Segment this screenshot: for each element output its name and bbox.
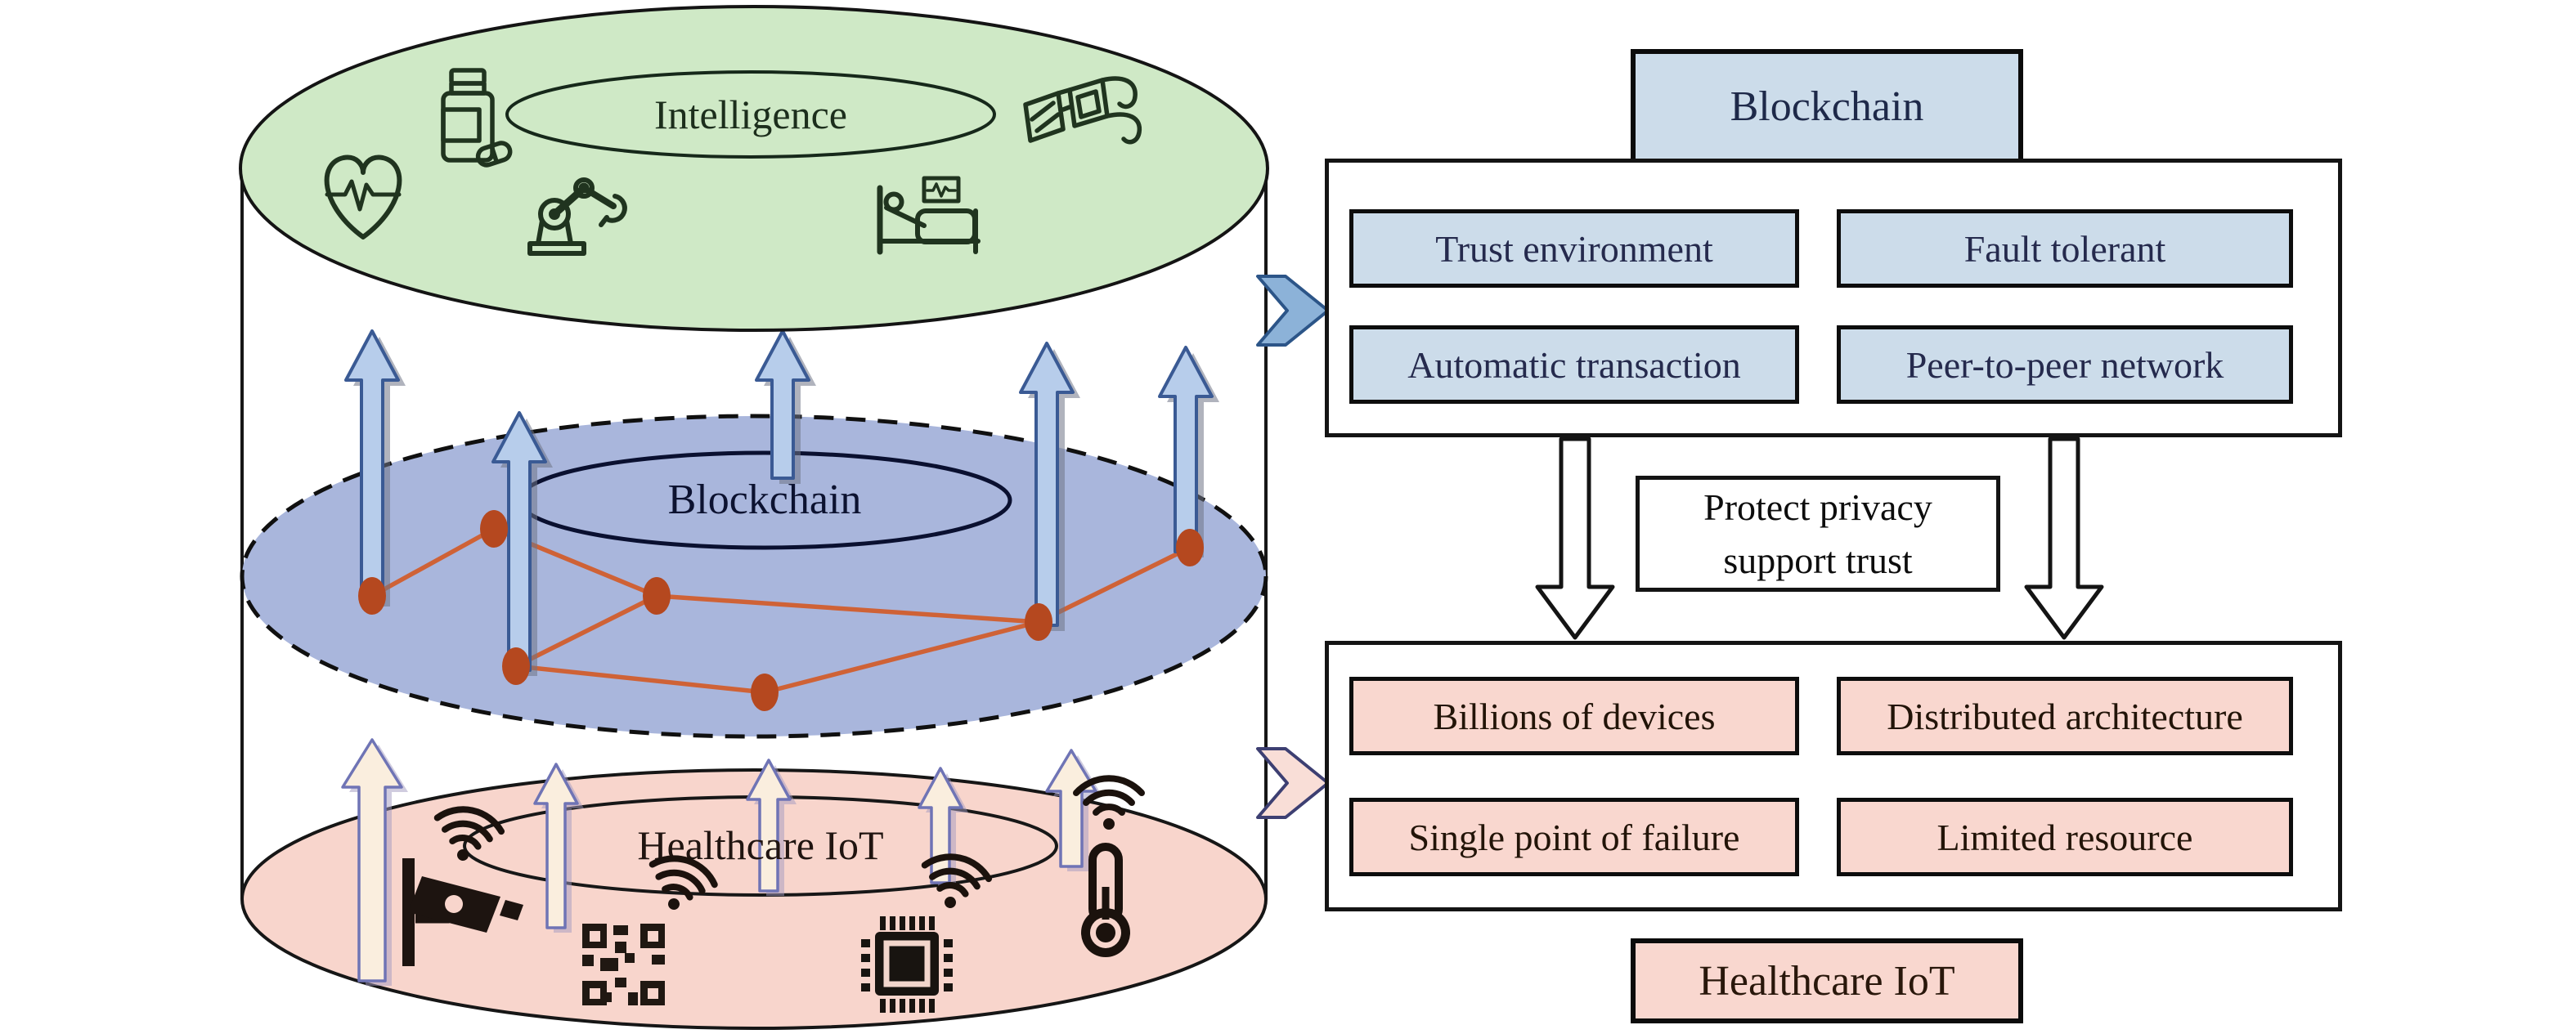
bridge-note-line1: Protect privacy (1703, 486, 1932, 528)
blockchain-layer-disc (240, 414, 1268, 739)
up-arrow-cream-2 (533, 763, 579, 929)
blockchain-title-box: Blockchain (1631, 49, 2023, 163)
feature-box-fault-tolerant: Fault tolerant (1837, 209, 2293, 288)
robot-arm-icon (527, 177, 627, 256)
chevron-blockchain-icon (1256, 275, 1330, 347)
up-arrow-cream-3 (746, 759, 792, 893)
bridge-note-line2: support trust (1723, 539, 1913, 581)
down-arrows-blockchain-to-iot (1535, 436, 2104, 640)
network-node (480, 510, 508, 548)
blockchain-network-nodes (358, 510, 1204, 711)
healthcare-iot-layer-disc (240, 768, 1268, 1030)
down-arrow-left (1535, 436, 1615, 640)
intelligence-layer-disc (239, 5, 1269, 332)
chevron-iot-icon (1256, 747, 1330, 819)
iot-characteristics-panel: Billions of devices Distributed architec… (1325, 641, 2342, 911)
qr-code-icon (582, 851, 719, 1005)
network-node (643, 577, 671, 615)
microchip-icon (861, 851, 992, 1013)
network-node (1176, 529, 1204, 566)
characteristic-box-single-point-of-failure: Single point of failure (1349, 798, 1799, 876)
feature-box-trust-environment: Trust environment (1349, 209, 1799, 288)
medicine-bottle-icon (441, 68, 513, 168)
smart-glasses-icon (1023, 76, 1142, 145)
smart-thermometer-icon (1076, 778, 1142, 957)
blockchain-network-links (370, 526, 1192, 695)
network-node (358, 577, 386, 615)
characteristic-box-distributed-architecture: Distributed architecture (1837, 677, 2293, 755)
up-arrow-cream-1 (341, 738, 403, 983)
up-arrow-blue-2 (491, 411, 547, 672)
up-arrows-blockchain-to-intelligence (344, 329, 1219, 676)
feature-box-peer-to-peer-network: Peer-to-peer network (1837, 325, 2293, 404)
up-arrow-cream-5 (1045, 749, 1097, 868)
feature-box-automatic-transaction: Automatic transaction (1349, 325, 1799, 404)
bridge-note-box: Protect privacy support trust (1636, 476, 2000, 592)
characteristic-box-limited-resource: Limited resource (1837, 798, 2293, 876)
up-arrow-blue-4 (1019, 342, 1075, 627)
up-arrow-blue-5 (1158, 346, 1214, 553)
blockchain-features-panel: Trust environment Fault tolerant Automat… (1325, 159, 2342, 437)
iot-title-box: Healthcare IoT (1631, 938, 2023, 1023)
intelligence-layer-label: Intelligence (654, 92, 847, 137)
heart-monitor-icon (324, 154, 402, 239)
up-arrow-blue-3 (755, 329, 810, 480)
up-arrow-blue-1 (344, 329, 400, 602)
network-node (751, 674, 779, 711)
blockchain-layer-label: Blockchain (668, 477, 862, 523)
security-camera-icon (402, 803, 523, 966)
patient-bed-icon (877, 176, 981, 255)
network-node (502, 647, 530, 685)
down-arrow-right (2024, 436, 2104, 640)
network-node (1025, 603, 1052, 641)
characteristic-box-billions-of-devices: Billions of devices (1349, 677, 1799, 755)
